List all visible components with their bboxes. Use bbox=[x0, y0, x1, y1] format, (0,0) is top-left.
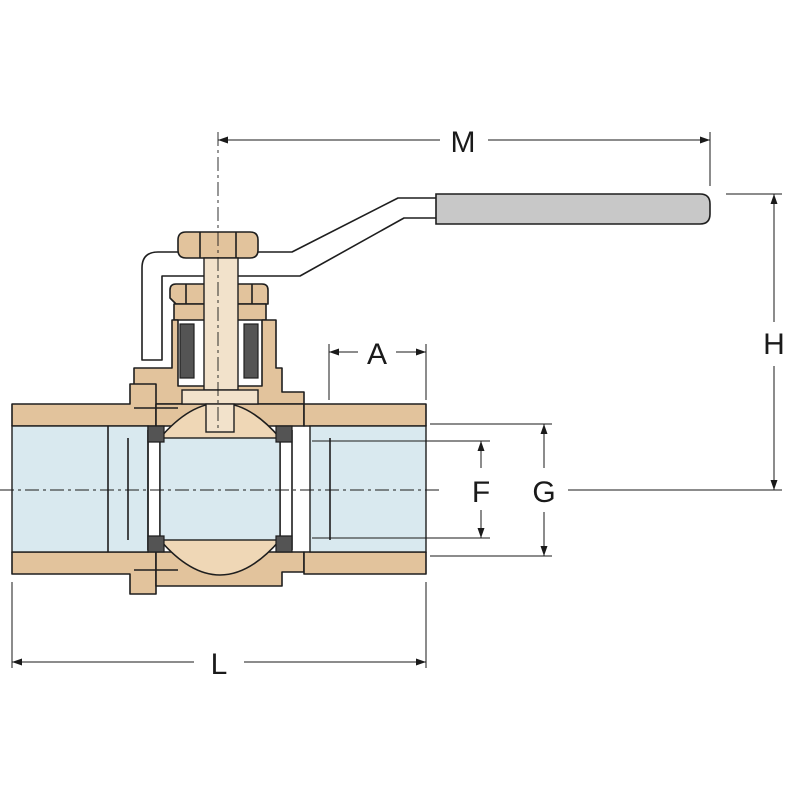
dimension-label-g: G bbox=[532, 476, 555, 509]
dimension-label-a: A bbox=[367, 338, 387, 371]
lever-arm bbox=[141, 197, 441, 361]
lever-grip bbox=[435, 193, 711, 225]
stem bbox=[181, 257, 259, 433]
left-bore bbox=[11, 425, 149, 553]
lever-handle bbox=[141, 193, 711, 361]
dimension-label-h: H bbox=[763, 328, 785, 361]
seat-bottom-right bbox=[275, 535, 293, 553]
ball-bore bbox=[159, 437, 281, 541]
seat-top-right bbox=[275, 425, 293, 443]
seat-top-left bbox=[147, 425, 165, 443]
dimension-m: M bbox=[218, 126, 711, 186]
dimension-f: F bbox=[312, 440, 490, 539]
dimension-a: A bbox=[328, 338, 427, 400]
dimension-h: H bbox=[568, 193, 785, 491]
dimension-label-l: L bbox=[211, 648, 228, 681]
dimension-label-m: M bbox=[451, 126, 476, 159]
dimension-label-f: F bbox=[472, 476, 490, 509]
dimension-g: G bbox=[430, 423, 556, 557]
right-bore bbox=[309, 425, 427, 553]
valve-body bbox=[11, 383, 427, 595]
dimension-l: L bbox=[11, 582, 427, 681]
seat-bottom-left bbox=[147, 535, 165, 553]
valve-neck bbox=[133, 319, 305, 405]
